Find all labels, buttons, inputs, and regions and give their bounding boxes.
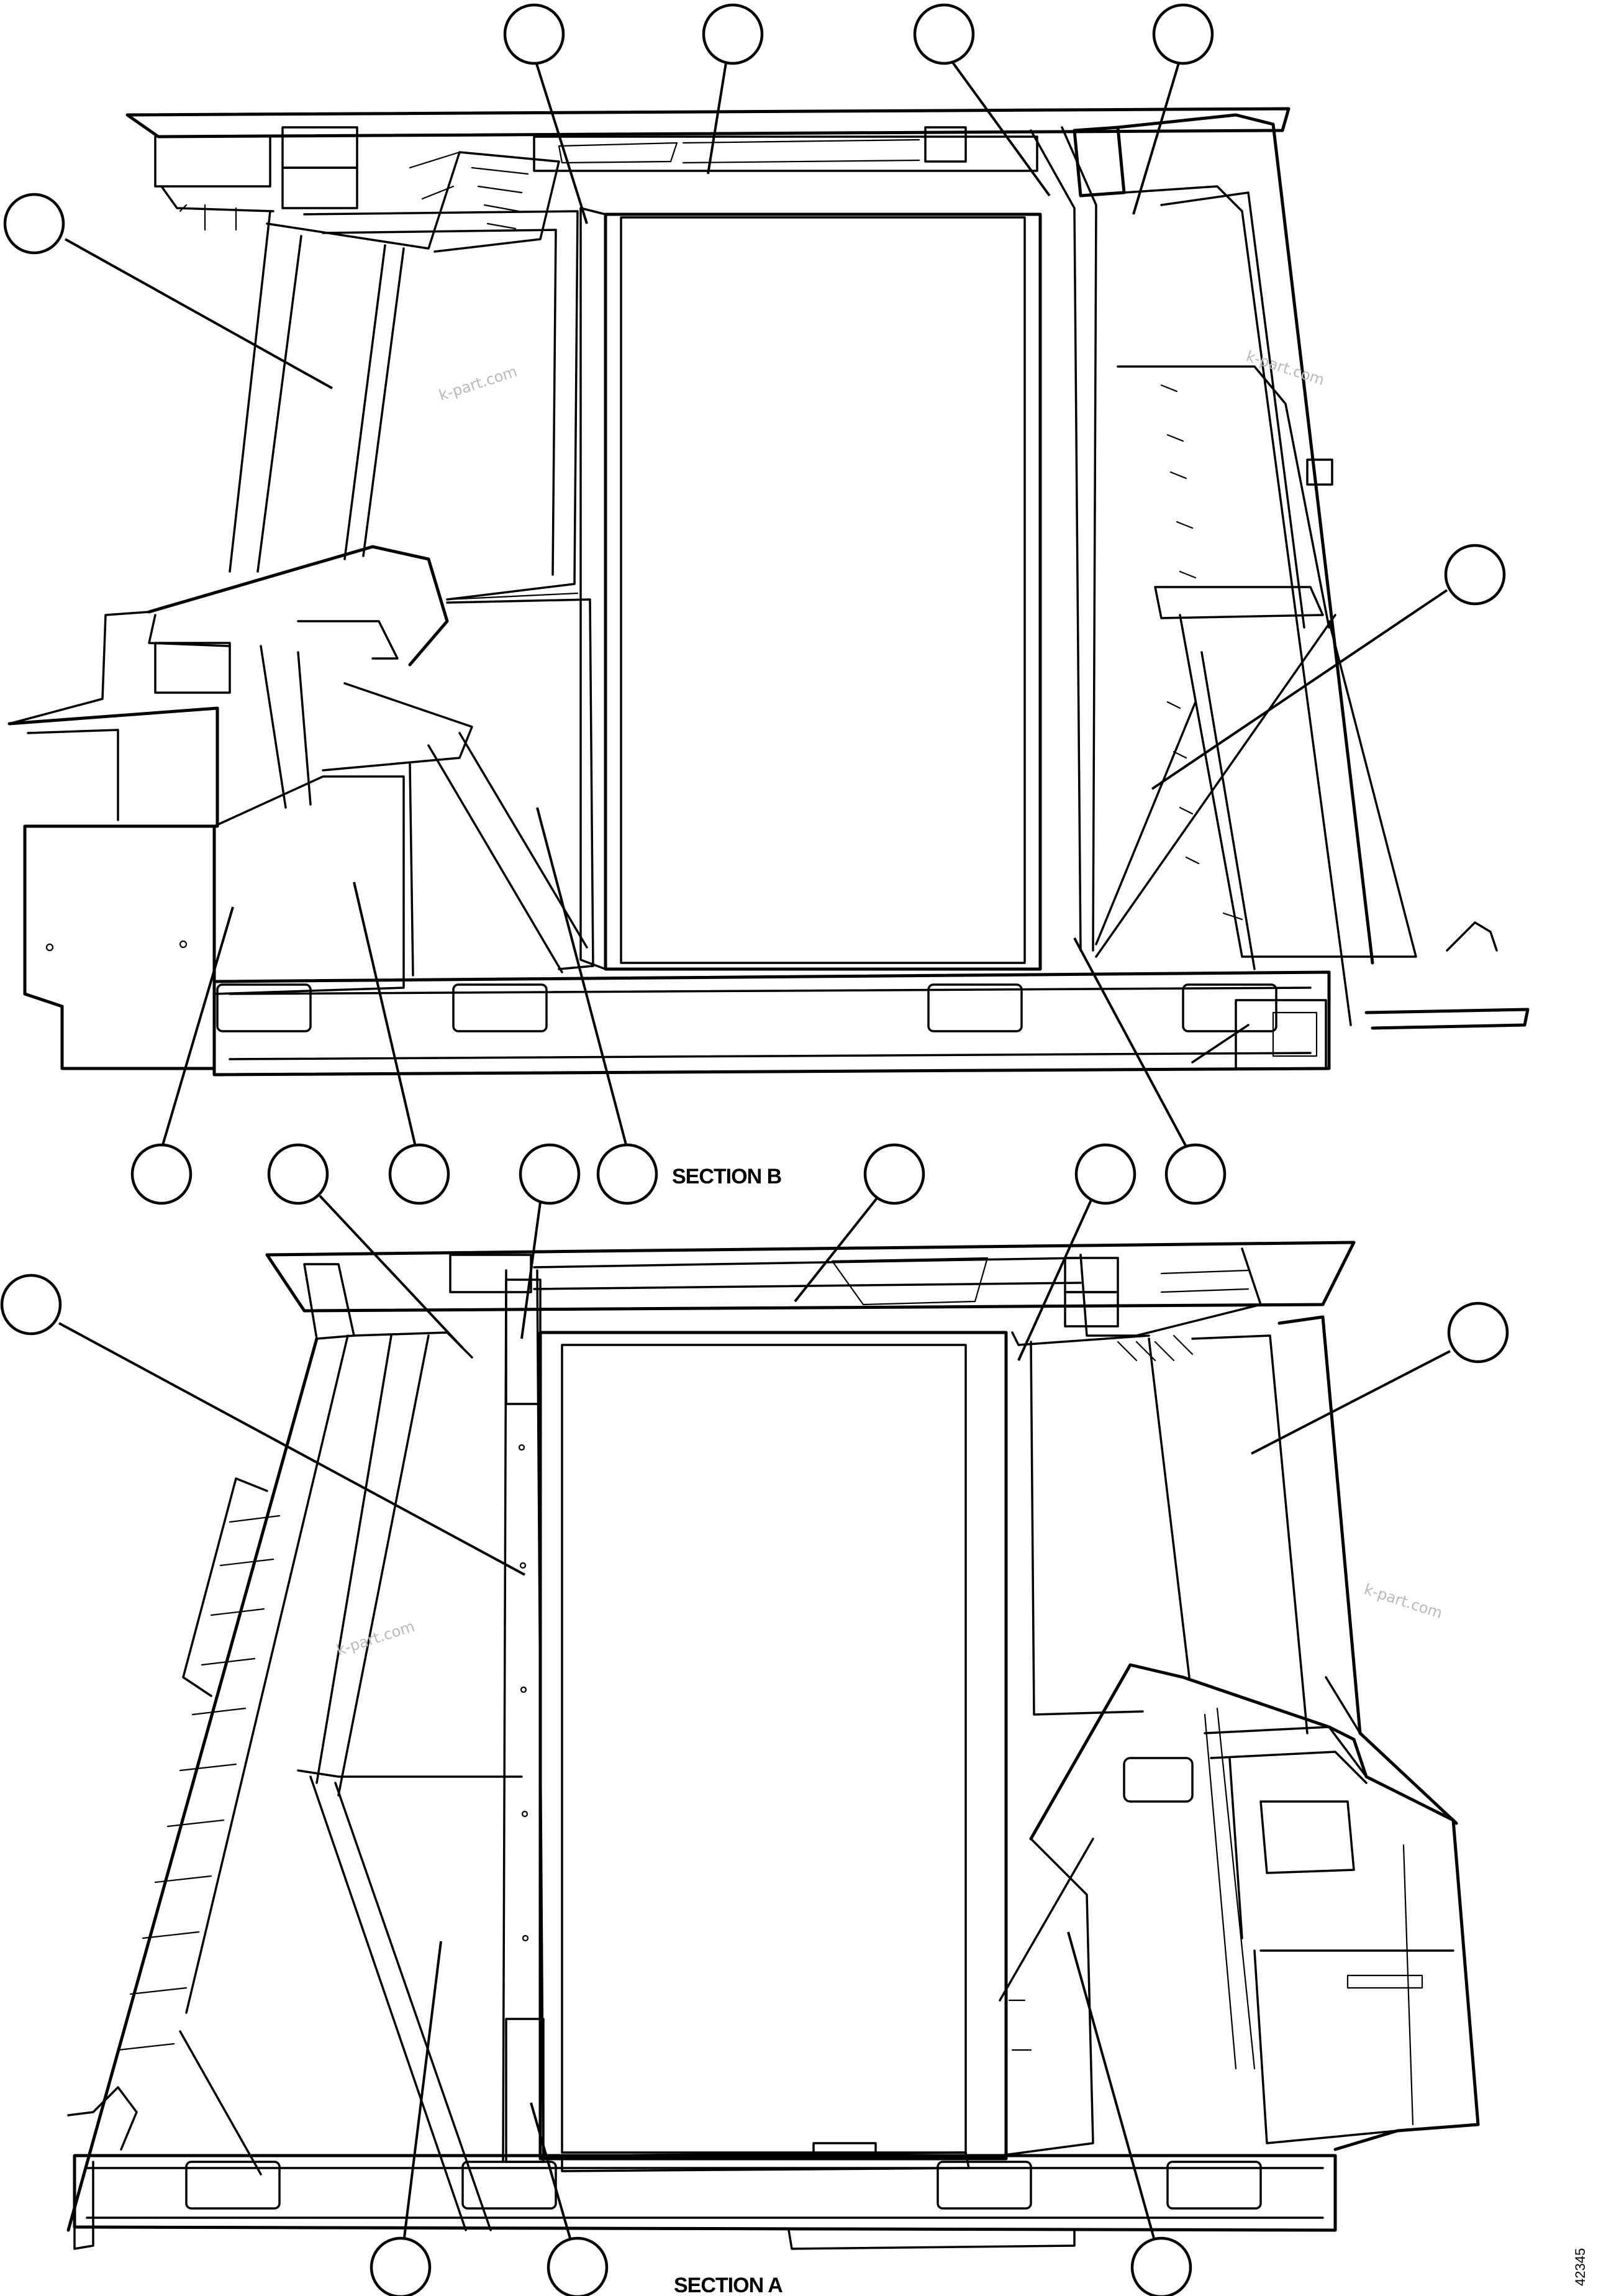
callout-bubble — [503, 3, 565, 65]
callout-bubble — [1152, 3, 1214, 65]
section-a-roof — [265, 1241, 1356, 1313]
callout-bubble — [596, 1143, 658, 1205]
watermark-text: k-part.com — [1362, 1580, 1445, 1622]
callout-bubble — [519, 1143, 581, 1205]
callout-bubble — [267, 1143, 329, 1205]
callout-bubble — [0, 1273, 62, 1336]
section-b-door-opening — [604, 212, 1042, 971]
callout-bubble — [1074, 1143, 1136, 1205]
callout-bubble — [3, 193, 65, 255]
section-a-right-console — [1029, 1663, 1480, 2151]
section-a-callouts — [0, 1143, 1509, 2296]
section-a-center-post — [502, 1269, 545, 2163]
callout-bubble — [388, 1143, 450, 1205]
callout-bubble — [130, 1143, 193, 1205]
callout-bubble — [370, 2236, 432, 2296]
section-a-drawing: k-part.com k-part.com — [66, 1241, 1480, 2250]
section-b-roof — [125, 107, 1291, 139]
callout-bubble — [1447, 1301, 1509, 1364]
callout-bubble — [1444, 544, 1506, 606]
callout-bubble — [1130, 2236, 1192, 2296]
callout-bubble — [702, 3, 764, 65]
sheet-id: 42345 — [1572, 2248, 1588, 2286]
section-b-drawing: k-part.com k-part.com — [7, 107, 1530, 1077]
section-b-label: SECTION B — [672, 1165, 782, 1188]
watermark-text: k-part.com — [334, 1618, 417, 1659]
callout-bubble — [1164, 1143, 1227, 1205]
watermark-text: k-part.com — [437, 363, 519, 404]
callout-bubble — [863, 1143, 925, 1205]
section-a-door-opening — [538, 1331, 1008, 2161]
section-a-label: SECTION A — [674, 2274, 783, 2296]
section-b-left-cabinet — [7, 706, 219, 1070]
section-b-overhead-console — [266, 151, 560, 253]
section-b-operator-console — [147, 545, 449, 667]
section-b-callouts — [3, 3, 1506, 1205]
callout-bubble — [547, 2236, 609, 2296]
callout-bubble — [913, 3, 975, 65]
